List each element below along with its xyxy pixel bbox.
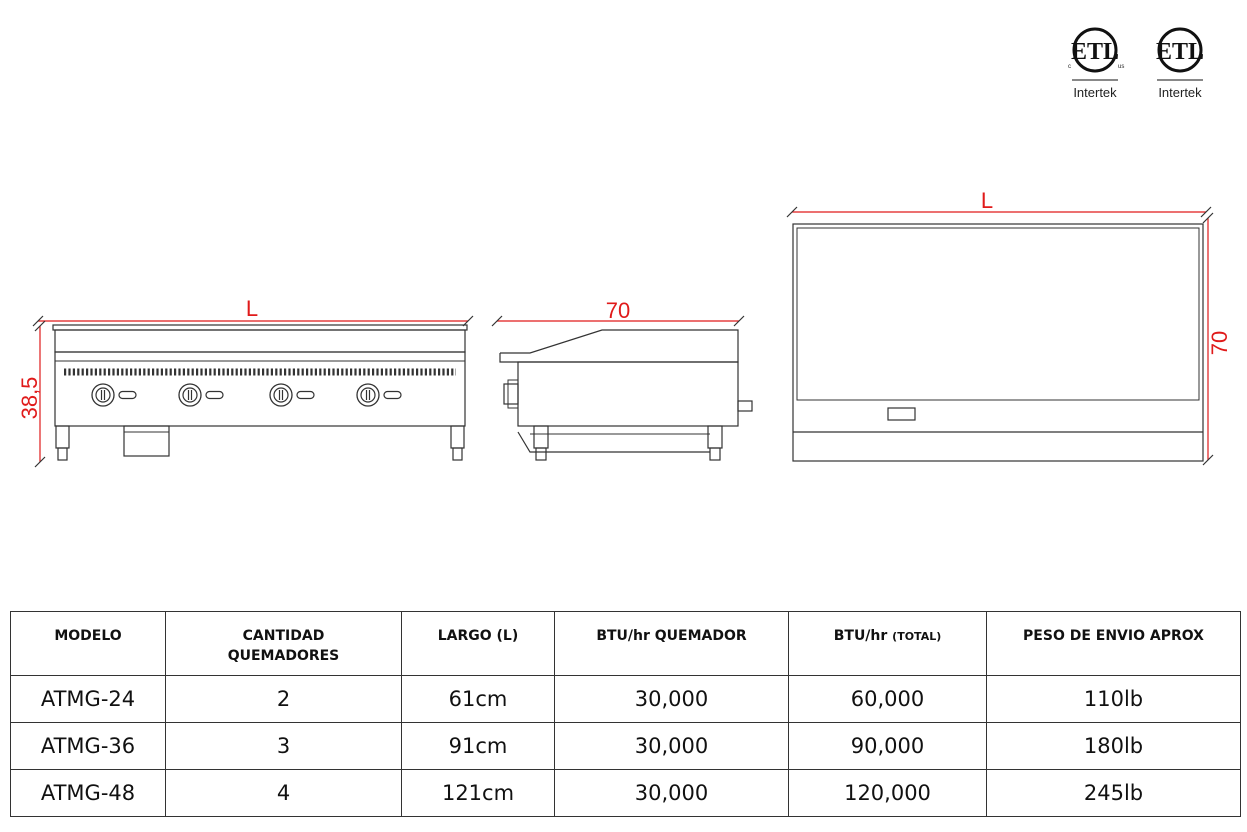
technical-drawing: L 38,5 70 — [17, 190, 1232, 468]
cell-quemadores: 4 — [165, 769, 402, 817]
cell-btu-total: 90,000 — [788, 722, 987, 770]
intertek-label: Intertek — [1158, 85, 1202, 100]
top-view: L 70 — [786, 190, 1232, 466]
top-depth-label: 70 — [1207, 331, 1232, 355]
table-header-row: MODELO CANTIDAD QUEMADORES LARGO (L) BTU… — [10, 611, 1241, 676]
burner-knob-1 — [91, 383, 137, 407]
etl-sanitation-seal-icon: ETL — [1156, 27, 1204, 81]
front-length-label: L — [246, 296, 258, 321]
header-btu-quemador: BTU/hr QUEMADOR — [554, 611, 789, 676]
header-largo: LARGO (L) — [401, 611, 555, 676]
etl-listed-seal-icon: ETL — [1071, 27, 1119, 81]
table-row: ATMG-36 3 91cm 30,000 90,000 180lb — [10, 722, 1241, 770]
side-depth-label: 70 — [606, 298, 630, 323]
svg-text:ETL: ETL — [1071, 39, 1119, 65]
table-row: ATMG-24 2 61cm 30,000 60,000 110lb — [10, 675, 1241, 723]
header-cantidad-quemadores: CANTIDAD QUEMADORES — [165, 611, 402, 676]
header-modelo: MODELO — [10, 611, 166, 676]
svg-text:ETL: ETL — [1156, 39, 1204, 65]
cell-largo: 61cm — [401, 675, 555, 723]
cell-btu-total: 120,000 — [788, 769, 987, 817]
cell-largo: 121cm — [401, 769, 555, 817]
front-height-label: 38,5 — [17, 377, 42, 420]
front-view: L 38,5 — [17, 296, 474, 468]
top-depth-dimension: 70 — [1202, 212, 1232, 466]
etl-sanitation-logo: ETL Intertek — [1145, 22, 1215, 102]
side-depth-dimension: 70 — [491, 298, 745, 327]
front-height-dimension: 38,5 — [17, 320, 46, 468]
header-peso-envio: PESO DE ENVIO APROX — [986, 611, 1241, 676]
intertek-label: Intertek — [1073, 85, 1117, 100]
cell-btu-total: 60,000 — [788, 675, 987, 723]
cell-peso: 245lb — [986, 769, 1241, 817]
side-view: 70 — [491, 298, 753, 461]
cell-quemadores: 2 — [165, 675, 402, 723]
cell-quemadores: 3 — [165, 722, 402, 770]
header-btu-total: BTU/hr (TOTAL) — [788, 611, 987, 676]
canada-mark: c — [1068, 64, 1071, 70]
front-length-dimension: L — [32, 296, 474, 327]
cell-btu-quemador: 30,000 — [554, 722, 789, 770]
top-length-dimension: L — [786, 190, 1212, 218]
cell-modelo: ATMG-24 — [10, 675, 166, 723]
cell-btu-quemador: 30,000 — [554, 769, 789, 817]
specifications-table: MODELO CANTIDAD QUEMADORES LARGO (L) BTU… — [10, 611, 1241, 817]
cell-btu-quemador: 30,000 — [554, 675, 789, 723]
etl-listed-logo: ETL c us Intertek — [1060, 22, 1130, 102]
burner-knob-2 — [178, 383, 224, 407]
cell-modelo: ATMG-36 — [10, 722, 166, 770]
certification-logos: ETL c us Intertek ETL Intertek — [1060, 22, 1220, 112]
burner-knob-3 — [269, 383, 315, 407]
cell-peso: 180lb — [986, 722, 1241, 770]
cell-largo: 91cm — [401, 722, 555, 770]
cell-peso: 110lb — [986, 675, 1241, 723]
burner-knob-4 — [356, 383, 402, 407]
cell-modelo: ATMG-48 — [10, 769, 166, 817]
top-length-label: L — [981, 190, 993, 213]
us-mark: us — [1118, 64, 1125, 70]
table-row: ATMG-48 4 121cm 30,000 120,000 245lb — [10, 769, 1241, 817]
